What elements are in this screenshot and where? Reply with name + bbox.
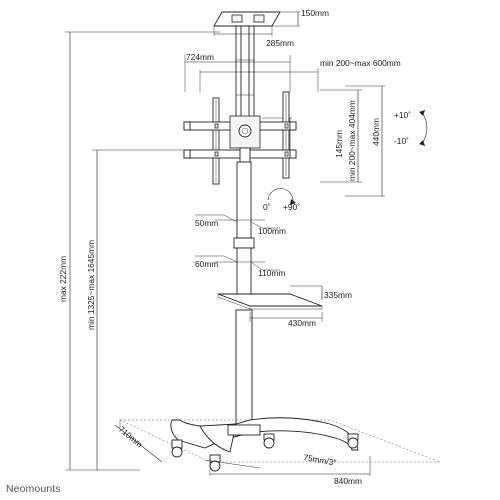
- label-base-width: 840mm: [334, 476, 362, 486]
- mount-bracket: [183, 91, 297, 185]
- upper-column: [235, 26, 255, 128]
- label-mount-height: 440mm: [371, 118, 381, 146]
- label-shelf-depth: 335mm: [324, 290, 352, 300]
- label-lower-pole-width: 110mm: [258, 268, 285, 278]
- label-shelf-width: 430mm: [288, 318, 316, 328]
- label-rotation-max: +90˚: [283, 202, 300, 212]
- label-top-width: 150mm: [301, 8, 329, 18]
- tilt-arrow: [419, 110, 428, 146]
- label-upper-pole-depth: 50mm: [195, 218, 218, 228]
- label-tilt-down: -10˚: [394, 136, 409, 146]
- label-vesa-width: min 200~max 600mm: [320, 58, 401, 68]
- height-guides: [65, 31, 220, 471]
- label-screen-center-height: min 1325~max 1645mm: [86, 240, 96, 330]
- shelf: [217, 285, 323, 322]
- top-plate: [213, 11, 300, 36]
- label-rotation-zero: 0˚: [263, 202, 271, 212]
- main-column: [233, 161, 255, 426]
- brand-logo-text: Neomounts: [6, 483, 61, 495]
- label-bracket-height: 145mm: [334, 130, 344, 158]
- column-dimensions: [195, 214, 280, 271]
- label-vesa-height: min 200~max 404mm: [347, 100, 357, 181]
- label-base-depth: 710mm: [117, 424, 145, 450]
- label-top-depth: 285mm: [266, 38, 294, 48]
- rotation-arrow: [267, 188, 296, 205]
- label-arm-width: 724mm: [186, 52, 214, 62]
- label-upper-pole-width: 100mm: [258, 226, 286, 236]
- base: [114, 417, 441, 476]
- label-lower-pole-depth: 60mm: [195, 259, 218, 269]
- label-total-height: max 222mm: [58, 256, 68, 302]
- label-caster-size: 75mm/3": [303, 452, 337, 468]
- label-tilt-up: +10˚: [394, 110, 411, 120]
